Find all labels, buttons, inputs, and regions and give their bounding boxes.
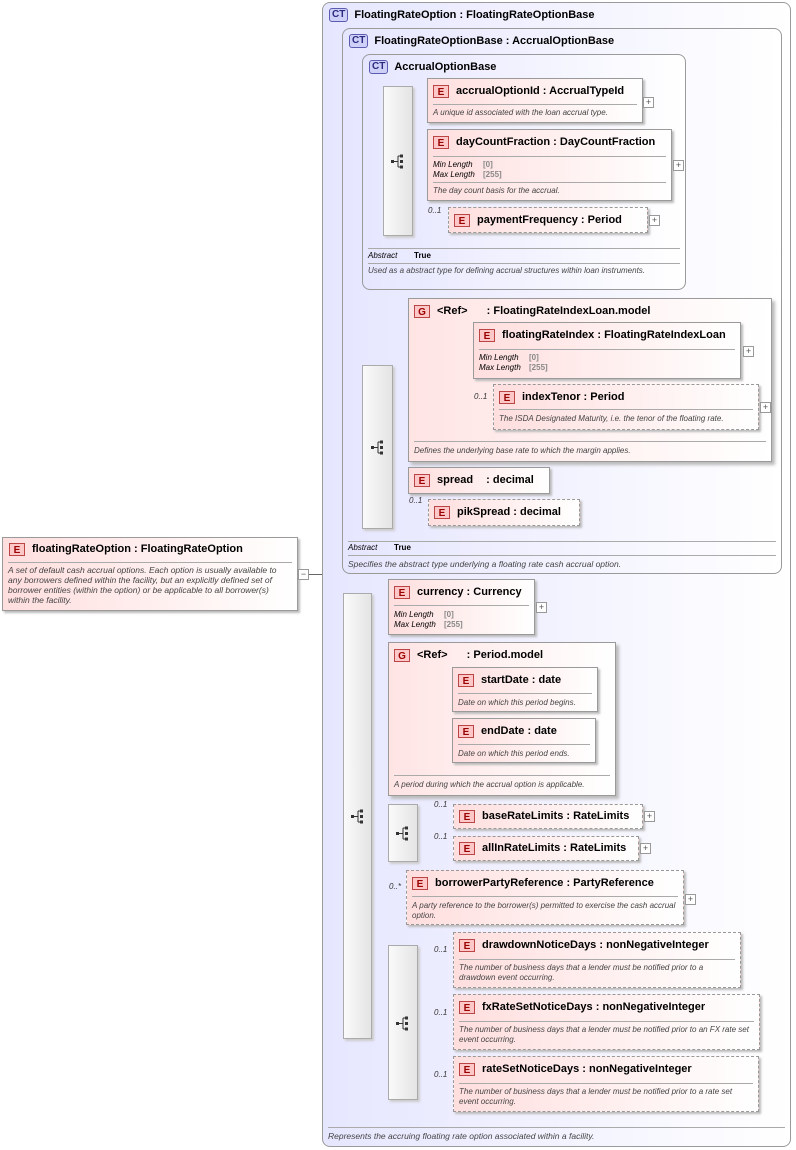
element-icon: E bbox=[459, 842, 475, 855]
type-doc: Used as a abstract type for defining acc… bbox=[368, 266, 646, 275]
sequence-icon bbox=[391, 154, 403, 169]
cardinality-label: 0..1 bbox=[434, 1070, 448, 1079]
sequence-compositor[interactable] bbox=[343, 593, 372, 1039]
cardinality-label: 0..1 bbox=[434, 1008, 448, 1017]
cardinality-label: 0..1 bbox=[434, 832, 448, 841]
element-icon: E bbox=[459, 1063, 475, 1076]
type-doc: Specifies the abstract type underlying a… bbox=[348, 559, 622, 569]
element-icon: E bbox=[458, 725, 474, 738]
expand-icon[interactable]: + bbox=[644, 811, 655, 822]
group-doc: A period during which the accrual option… bbox=[394, 780, 585, 789]
complex-type-icon: CT bbox=[329, 8, 349, 22]
element-name: floatingRateOption bbox=[32, 543, 131, 555]
group-icon: G bbox=[394, 649, 410, 662]
complex-type-icon: CT bbox=[349, 34, 369, 48]
element-type: FloatingRateOption bbox=[140, 543, 243, 555]
sequence-icon bbox=[370, 440, 383, 455]
connector-line bbox=[300, 574, 340, 575]
element-doc: The day count basis for the accrual. bbox=[433, 186, 560, 195]
element-icon: E bbox=[433, 136, 449, 149]
element-icon: E bbox=[459, 810, 475, 823]
element-doc: The number of business days that a lende… bbox=[459, 1025, 749, 1044]
element-icon: E bbox=[9, 543, 25, 556]
cardinality-label: 0..1 bbox=[434, 800, 448, 809]
element-icon: E bbox=[433, 85, 449, 98]
element-doc: The number of business days that a lende… bbox=[459, 963, 704, 982]
expand-icon[interactable]: + bbox=[743, 346, 754, 357]
complex-type-icon: CT bbox=[369, 60, 389, 74]
cardinality-label: 0..1 bbox=[434, 945, 448, 954]
sequence-icon bbox=[396, 1016, 408, 1030]
cardinality-label: 0..1 bbox=[428, 206, 442, 215]
type-doc: Represents the accruing floating rate op… bbox=[328, 1131, 595, 1141]
element-doc: A set of default cash accrual options. E… bbox=[8, 565, 277, 605]
element-doc: A unique id associated with the loan acc… bbox=[433, 108, 608, 117]
sequence-icon bbox=[396, 826, 408, 841]
element-icon: E bbox=[479, 329, 495, 342]
element-icon: E bbox=[412, 877, 428, 890]
element-doc: Date on which this period ends. bbox=[458, 749, 570, 758]
sequence-compositor[interactable] bbox=[362, 365, 393, 529]
expand-icon[interactable]: + bbox=[536, 602, 547, 613]
expand-icon[interactable]: + bbox=[649, 215, 660, 226]
sequence-compositor[interactable] bbox=[388, 945, 418, 1100]
element-doc: The ISDA Designated Maturity, i.e. the t… bbox=[499, 414, 724, 423]
element-icon: E bbox=[458, 674, 474, 687]
element-doc: A party reference to the borrower(s) per… bbox=[412, 901, 676, 920]
element-doc: The number of business days that a lende… bbox=[459, 1087, 733, 1106]
cardinality-label: 0..1 bbox=[474, 392, 488, 401]
element-icon: E bbox=[414, 474, 430, 487]
expand-icon[interactable]: + bbox=[673, 160, 684, 171]
element-icon: E bbox=[394, 586, 410, 599]
element-doc: Date on which this period begins. bbox=[458, 698, 576, 707]
group-icon: G bbox=[414, 305, 430, 318]
sequence-compositor[interactable] bbox=[388, 804, 418, 862]
sequence-compositor[interactable] bbox=[383, 86, 413, 236]
cardinality-label: 0..1 bbox=[409, 496, 423, 505]
expand-icon[interactable]: + bbox=[640, 843, 651, 854]
element-icon: E bbox=[459, 939, 475, 952]
element-icon: E bbox=[459, 1001, 475, 1014]
expand-icon[interactable]: + bbox=[643, 97, 654, 108]
expand-icon[interactable]: + bbox=[760, 402, 771, 413]
collapse-toggle-icon[interactable]: − bbox=[298, 569, 309, 580]
expand-icon[interactable]: + bbox=[685, 894, 696, 905]
cardinality-label: 0..* bbox=[389, 882, 402, 891]
element-icon: E bbox=[499, 391, 515, 404]
group-doc: Defines the underlying base rate to whic… bbox=[414, 446, 631, 455]
element-icon: E bbox=[434, 506, 450, 519]
element-icon: E bbox=[454, 214, 470, 227]
sequence-icon bbox=[350, 809, 363, 824]
